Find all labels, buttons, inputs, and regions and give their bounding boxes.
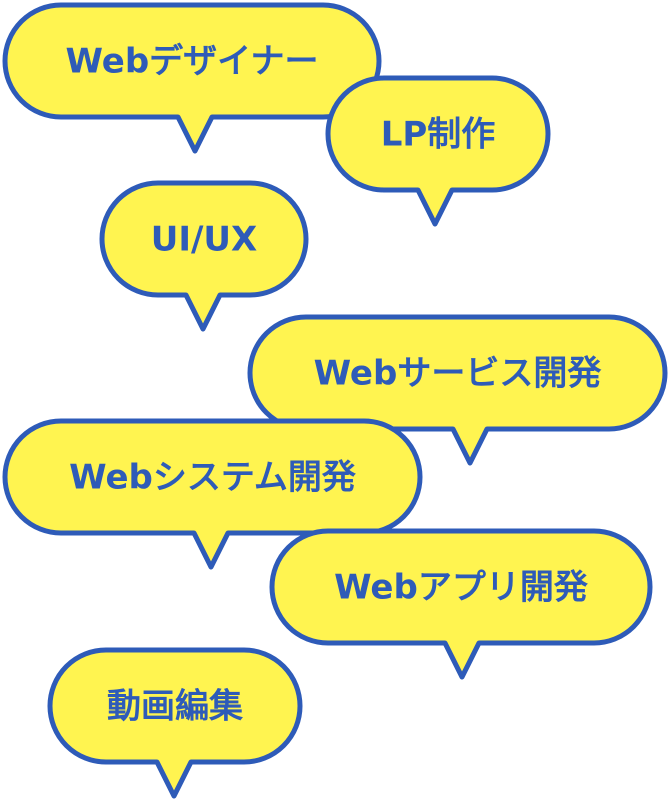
- speech-bubble-video-editing: 動画編集: [47, 647, 303, 799]
- speech-bubble-label: Webシステム開発: [69, 458, 357, 498]
- speech-bubble-label: LP制作: [381, 115, 496, 155]
- speech-bubble-web-app-dev: Webアプリ開発: [269, 528, 653, 680]
- speech-bubble-ui-ux: UI/UX: [99, 180, 309, 332]
- speech-bubble-shape: [47, 647, 303, 799]
- speech-bubble-label: Webアプリ開発: [334, 568, 589, 608]
- speech-bubble-web-designer: Webデザイナー: [2, 2, 382, 154]
- speech-bubble-label: Webサービス開発: [314, 354, 603, 394]
- speech-bubble-label: UI/UX: [151, 220, 258, 260]
- speech-bubble-shape: [325, 75, 551, 227]
- speech-bubble-lp-production: LP制作: [325, 75, 551, 227]
- speech-bubble-shape: [2, 2, 382, 154]
- speech-bubble-label: Webデザイナー: [65, 42, 318, 82]
- speech-bubble-shape: [269, 528, 653, 680]
- speech-bubble-shape: [99, 180, 309, 332]
- speech-bubble-label: 動画編集: [107, 687, 243, 727]
